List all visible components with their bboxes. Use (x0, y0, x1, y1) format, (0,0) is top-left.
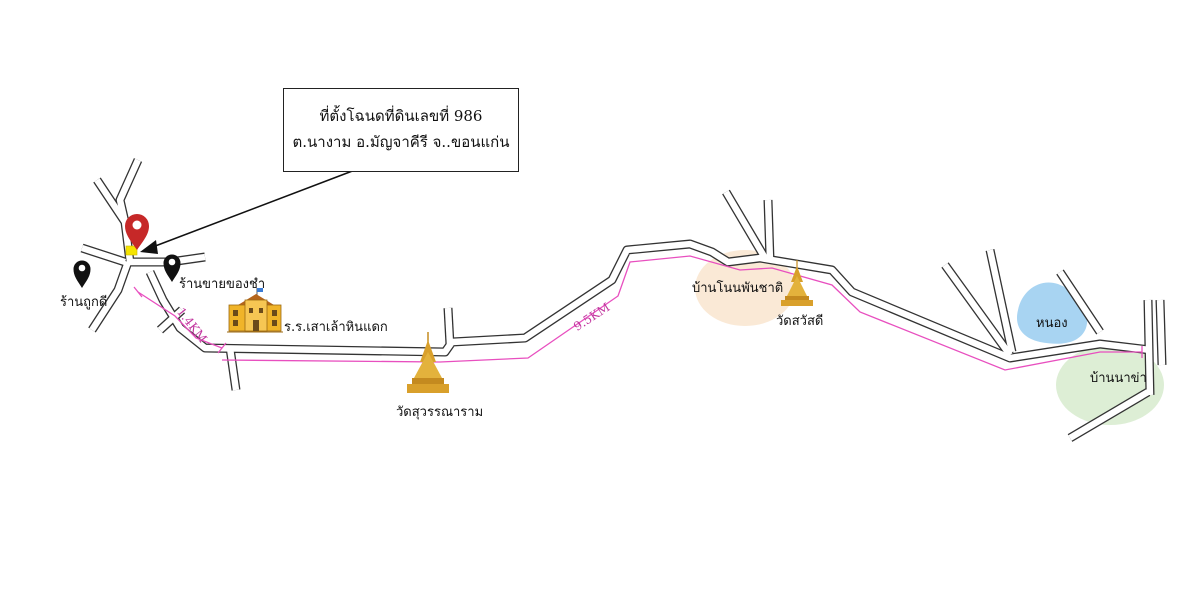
route-line (133, 255, 1143, 371)
label-shop-right: ร้านขายของชำ (179, 277, 266, 292)
label-pond: หนอง (1036, 316, 1068, 331)
label-temple-2: วัดสวัสดี (776, 314, 824, 329)
shop-left-pin-icon (73, 260, 91, 288)
label-school: ร.ร.เสาเล้าหินแดก (284, 320, 388, 335)
stupa-icon (781, 260, 813, 306)
label-temple-1: วัดสุวรรณาราม (396, 405, 484, 420)
label-shop-left: ร้านถูกดี (60, 295, 108, 310)
label-village-1: บ้านโนนพันชาติ (692, 281, 784, 296)
stupa-icon (407, 332, 449, 393)
school-building-icon (227, 288, 283, 333)
callout-line-2: ต.นางาม อ.มัญจาคีรี จ..ขอนแก่น (292, 133, 510, 151)
callout-line-1: ที่ตั้งโฉนดที่ดินเลขที่ 986 (319, 107, 483, 125)
shop-right-pin-icon (163, 254, 181, 282)
road-network (80, 158, 1167, 442)
land-deed-callout: ที่ตั้งโฉนดที่ดินเลขที่ 986 ต.นางาม อ.มั… (283, 88, 519, 172)
village2-zone (1056, 345, 1164, 425)
callout-arrow (140, 169, 356, 254)
site-marker (125, 245, 138, 256)
village1-zone (695, 250, 795, 326)
main-location-pin-icon (125, 214, 149, 250)
pond-shape (1016, 282, 1088, 344)
label-village-2: บ้านนาข่า (1090, 371, 1147, 386)
